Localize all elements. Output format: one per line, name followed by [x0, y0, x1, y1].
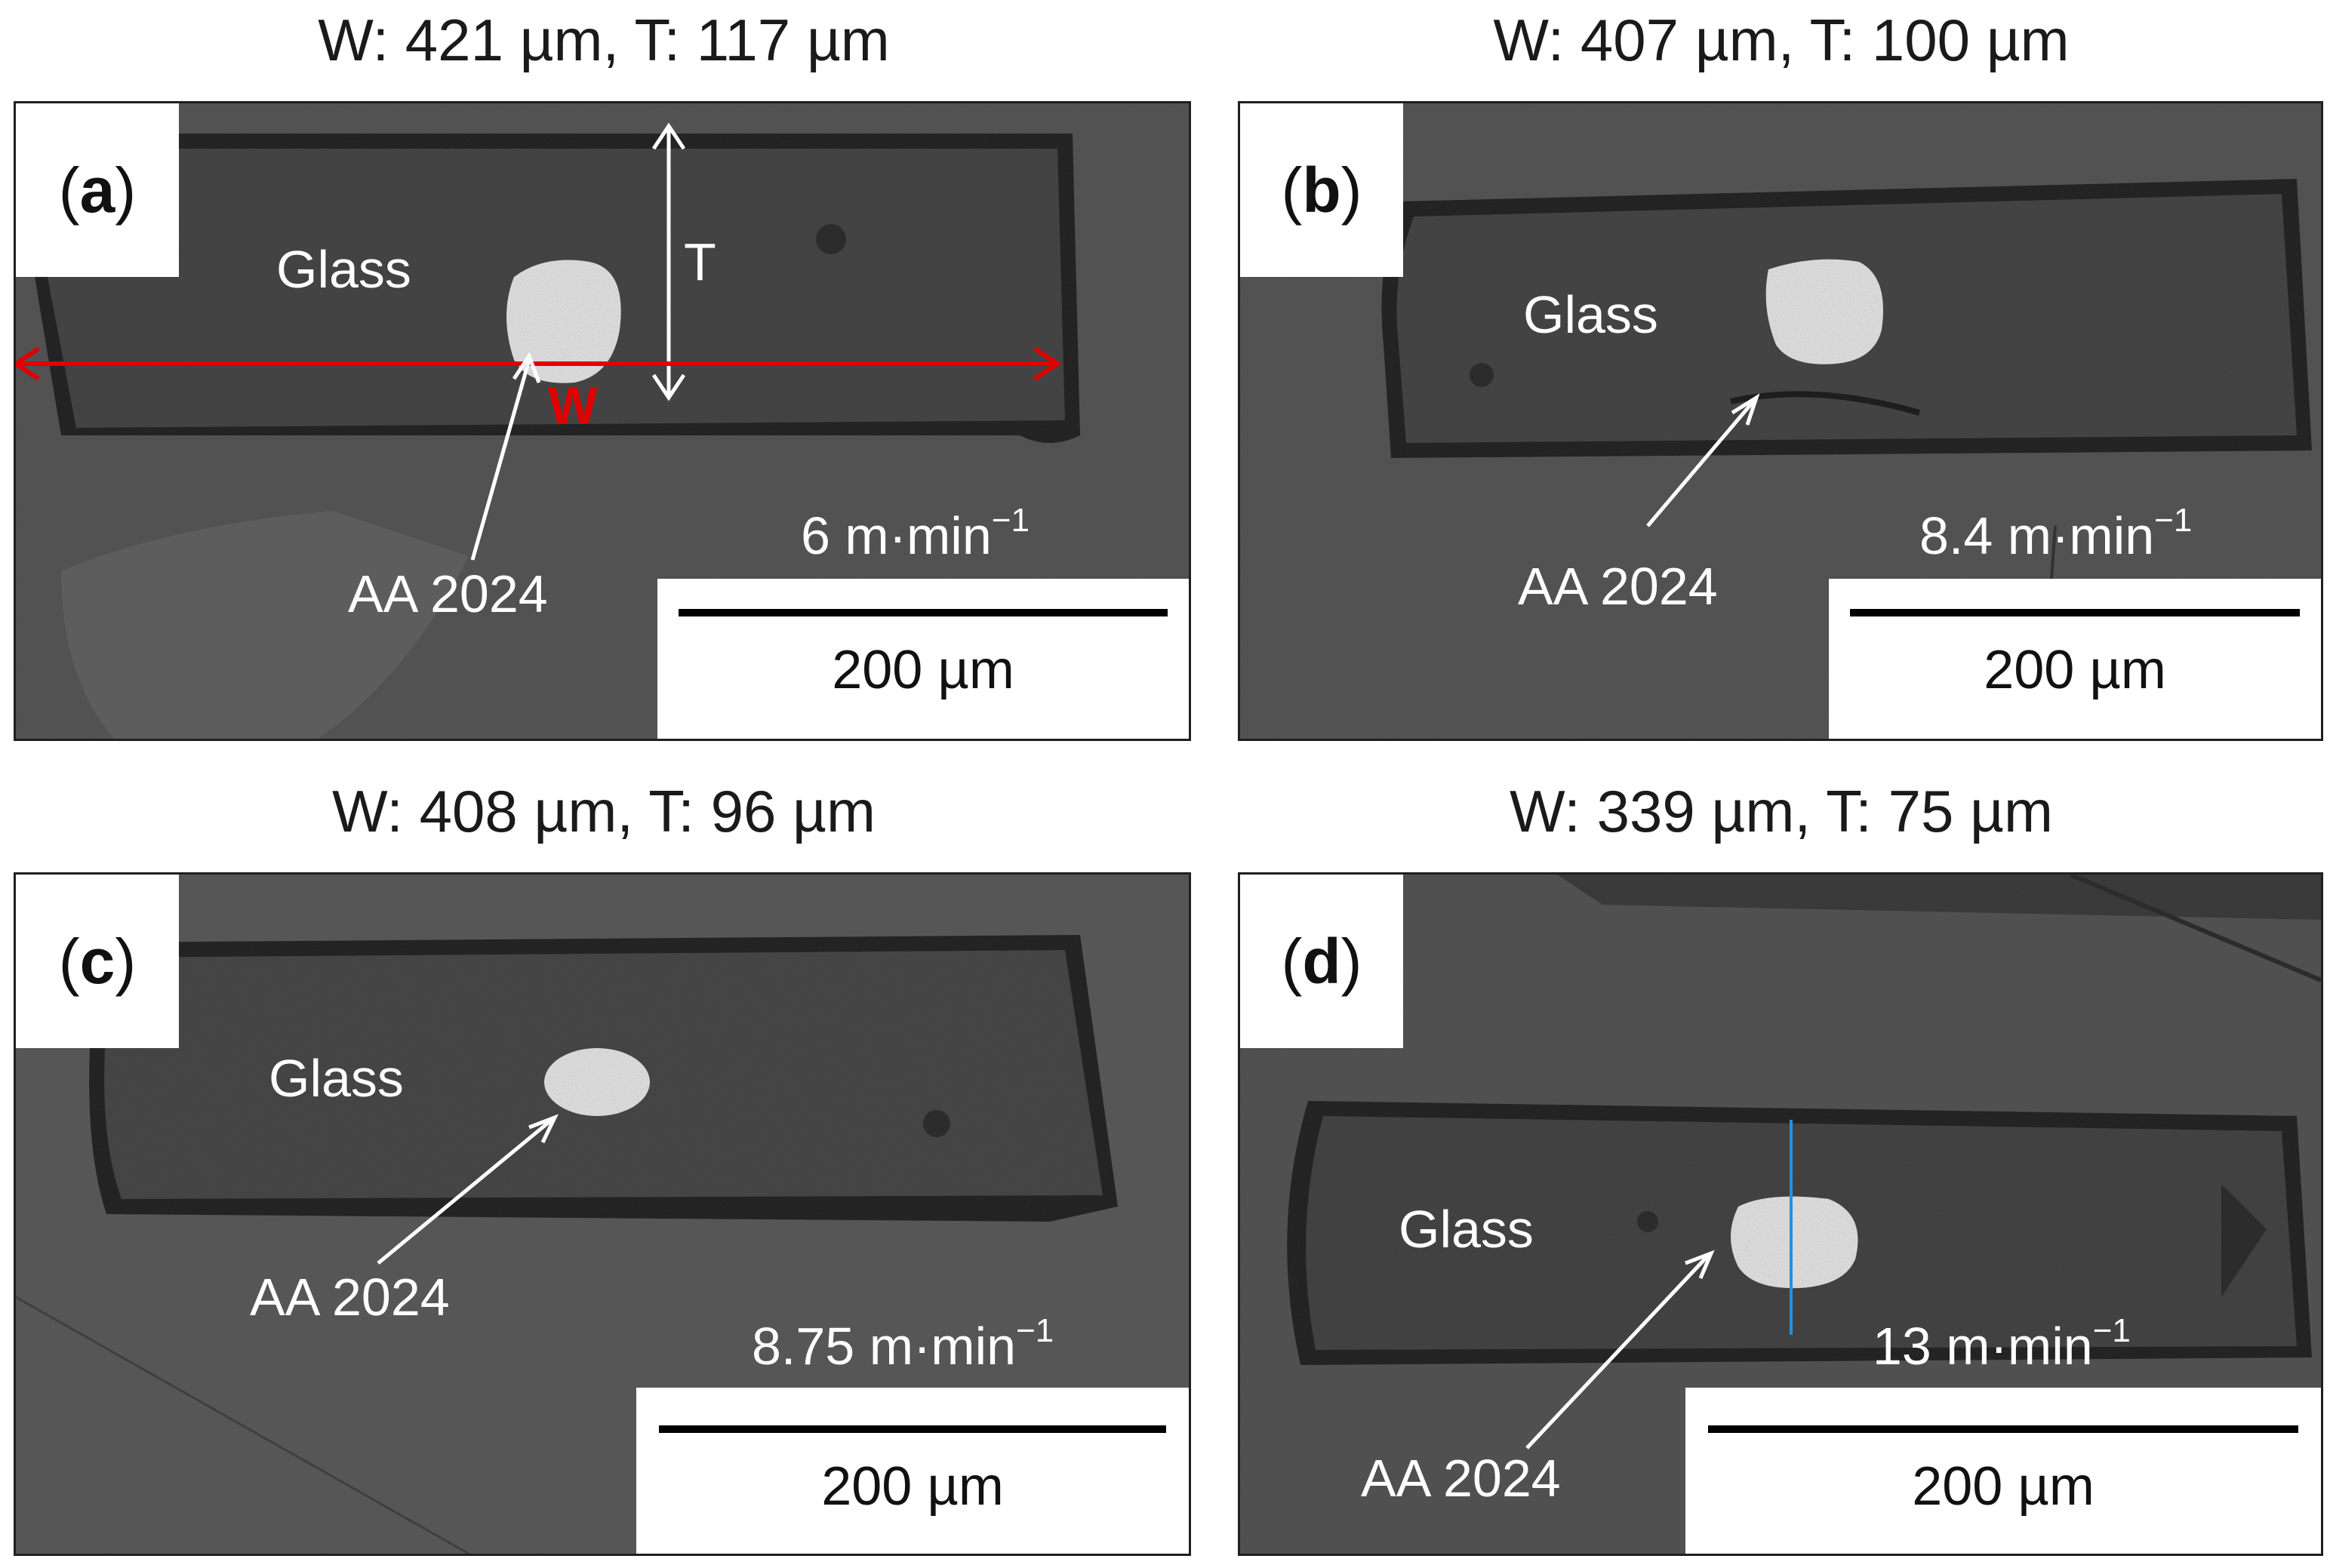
micrograph-panel-b: (b) Glass AA 2024 8.4 m·min−1 200 µm [1238, 101, 2323, 741]
speed-label-d: 13 m·min−1 [1873, 1312, 2131, 1376]
scale-bar-b [1850, 609, 2300, 616]
speed-label-a: 6 m·min−1 [801, 502, 1030, 565]
scale-bar-box-a: 200 µm [657, 579, 1189, 739]
alloy-label-c: AA 2024 [250, 1268, 450, 1327]
thickness-symbol-a: T [684, 232, 716, 291]
scale-bar-box-c: 200 µm [636, 1388, 1189, 1554]
panel-c-letter: (c) [16, 875, 179, 1048]
micrograph-panel-d: (d) Glass AA 2024 13 m·min−1 200 µm [1238, 872, 2323, 1556]
scale-label-b: 200 µm [1984, 640, 2166, 700]
panel-d-letter: (d) [1240, 875, 1403, 1048]
panel-b-letter: (b) [1240, 103, 1403, 277]
panel-b-title: W: 407 µm, T: 100 µm [1493, 7, 2070, 73]
panel-a-letter: (a) [16, 103, 179, 277]
scale-bar-a [679, 609, 1168, 616]
width-symbol-a: W [548, 376, 599, 435]
speed-label-c: 8.75 m·min−1 [752, 1312, 1054, 1376]
scale-bar-c [659, 1425, 1166, 1433]
alloy-label-d: AA 2024 [1361, 1449, 1561, 1508]
panel-c-title: W: 408 µm, T: 96 µm [332, 778, 876, 844]
glass-label-c: Glass [269, 1049, 404, 1108]
panel-d-title: W: 339 µm, T: 75 µm [1510, 778, 2053, 844]
micrograph-panel-a: (a) Glass T W AA 2024 6 m·min−1 200 µm [14, 101, 1191, 741]
alloy-label-a: AA 2024 [348, 564, 548, 623]
scale-bar-d [1708, 1425, 2298, 1433]
scale-label-d: 200 µm [1912, 1456, 2095, 1517]
glass-label-b: Glass [1523, 285, 1658, 344]
panel-a-image [16, 103, 1189, 739]
scale-bar-box-d: 200 µm [1685, 1388, 2321, 1554]
scale-label-c: 200 µm [821, 1456, 1004, 1517]
glass-label-a: Glass [276, 240, 411, 299]
alloy-label-b: AA 2024 [1518, 557, 1718, 616]
scale-label-a: 200 µm [832, 640, 1014, 700]
panel-a-title: W: 421 µm, T: 117 µm [318, 7, 890, 73]
scale-bar-box-b: 200 µm [1829, 579, 2321, 739]
speed-label-b: 8.4 m·min−1 [1919, 502, 2193, 565]
glass-label-d: Glass [1399, 1200, 1534, 1259]
micrograph-panel-c: (c) Glass AA 2024 8.75 m·min−1 200 µm [14, 872, 1191, 1556]
